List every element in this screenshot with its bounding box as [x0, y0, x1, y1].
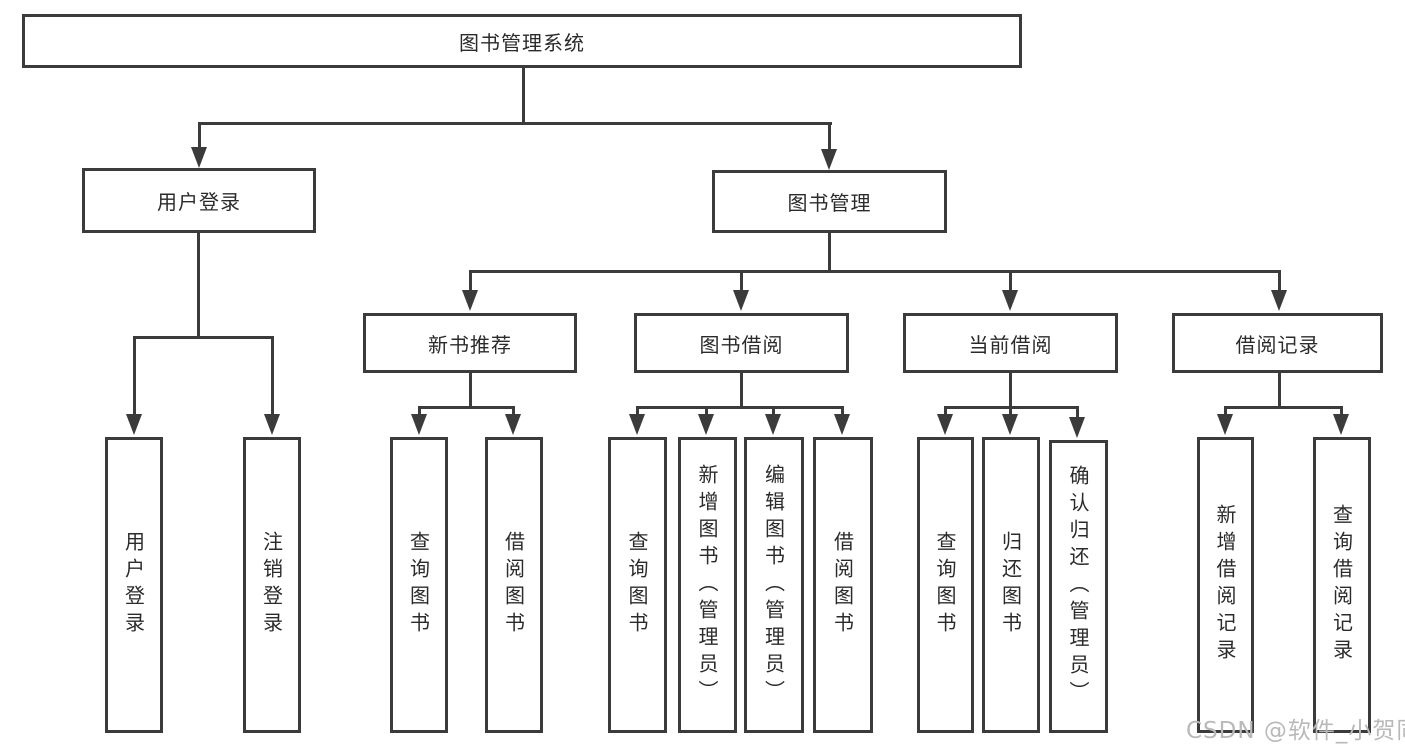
leaf-return-books-label: 归还图书: [998, 531, 1023, 639]
leaf-confirm-return-admin-label: 确认归还（管理员）: [1066, 465, 1090, 708]
connector-line: [636, 406, 844, 409]
node-current-borrowing-label: 当前借阅: [968, 332, 1053, 357]
arrowhead: [411, 414, 427, 435]
leaf-add-borrow-record-label: 新增借阅记录: [1213, 504, 1237, 666]
node-user-login-label: 用户登录: [157, 190, 241, 214]
connector-line: [1278, 373, 1281, 406]
node-book-management-label: 图书管理: [787, 191, 872, 215]
connector-line: [740, 270, 743, 291]
arrowhead: [191, 147, 207, 168]
leaf-query-books-borrowing: 查询图书: [608, 437, 667, 733]
node-root: 图书管理系统: [22, 14, 1022, 68]
connector-line: [418, 406, 421, 415]
arrowhead: [1217, 414, 1233, 435]
connector-line: [197, 233, 200, 336]
connector-line: [705, 406, 708, 415]
arrowhead: [733, 290, 749, 311]
connector-line: [469, 270, 472, 291]
arrowhead: [1002, 290, 1018, 311]
arrowhead: [834, 414, 850, 435]
leaf-add-borrow-record: 新增借阅记录: [1197, 437, 1254, 733]
arrowhead: [629, 414, 645, 435]
connector-line: [198, 122, 201, 148]
connector-line: [772, 406, 775, 415]
node-user-login: 用户登录: [82, 168, 316, 233]
connector-line: [841, 406, 844, 415]
connector-line: [740, 373, 743, 406]
node-current-borrowing: 当前借阅: [903, 313, 1118, 373]
connector-line: [1076, 406, 1079, 418]
arrowhead: [1333, 414, 1349, 435]
connector-line: [1009, 406, 1012, 415]
arrowhead: [126, 414, 142, 435]
connector-line: [1278, 270, 1281, 291]
node-book-borrowing: 图书借阅: [634, 313, 849, 373]
leaf-borrow-books-borrowing-label: 借阅图书: [830, 531, 855, 639]
leaf-borrow-books-recommend: 借阅图书: [485, 437, 543, 733]
connector-line: [418, 406, 515, 409]
connector-line: [1340, 406, 1343, 415]
connector-line: [1009, 373, 1012, 406]
connector-line: [469, 270, 1281, 273]
connector-line: [828, 233, 831, 270]
arrowhead: [462, 290, 478, 311]
leaf-return-books: 归还图书: [982, 437, 1040, 733]
node-new-book-recommendation: 新书推荐: [363, 313, 577, 373]
connector-line: [271, 336, 274, 415]
connector-line: [198, 122, 832, 125]
leaf-user-login: 用户登录: [105, 437, 163, 733]
arrowhead: [1271, 290, 1287, 311]
leaf-edit-book-admin: 编辑图书（管理员）: [744, 437, 804, 733]
arrowhead: [765, 414, 781, 435]
leaf-query-books-current: 查询图书: [917, 437, 974, 733]
leaf-query-books-recommend-label: 查询图书: [406, 531, 431, 639]
connector-line: [1224, 406, 1343, 409]
node-new-book-recommendation-label: 新书推荐: [428, 332, 512, 357]
node-book-management: 图书管理: [712, 170, 947, 233]
leaf-query-borrow-record: 查询借阅记录: [1313, 437, 1371, 733]
connector-line: [636, 406, 639, 415]
connector-line: [512, 406, 515, 415]
arrowhead: [698, 414, 714, 435]
leaf-query-books-borrowing-label: 查询图书: [625, 531, 649, 639]
arrowhead: [1002, 414, 1018, 435]
leaf-borrow-books-borrowing: 借阅图书: [813, 437, 873, 733]
leaf-edit-book-admin-label: 编辑图书（管理员）: [761, 463, 786, 707]
arrowhead: [264, 414, 280, 435]
arrowhead: [505, 414, 521, 435]
leaf-logout: 注销登录: [243, 437, 301, 733]
leaf-logout-label: 注销登录: [259, 531, 284, 639]
leaf-add-book-admin-label: 新增图书（管理员）: [695, 463, 719, 707]
connector-line: [469, 373, 472, 406]
connector-line: [133, 336, 274, 339]
arrowhead: [1069, 417, 1085, 438]
node-borrowing-records: 借阅记录: [1172, 313, 1383, 373]
node-root-label: 图书管理系统: [459, 30, 585, 55]
leaf-query-books-current-label: 查询图书: [933, 531, 957, 639]
watermark: CSDN @软件_小贺同学: [1186, 718, 1405, 744]
connector-line: [1224, 406, 1227, 415]
arrowhead: [937, 414, 953, 435]
leaf-user-login-label: 用户登录: [121, 531, 146, 639]
leaf-add-book-admin: 新增图书（管理员）: [678, 437, 737, 733]
connector-line: [133, 336, 136, 415]
node-book-borrowing-label: 图书借阅: [699, 332, 784, 357]
leaf-confirm-return-admin: 确认归还（管理员）: [1049, 440, 1108, 733]
connector-line: [522, 68, 525, 122]
connector-line: [1009, 270, 1012, 291]
leaf-query-books-recommend: 查询图书: [390, 437, 448, 733]
connector-line: [828, 122, 831, 150]
leaf-borrow-books-recommend-label: 借阅图书: [501, 531, 526, 639]
arrowhead: [821, 149, 837, 170]
node-borrowing-records-label: 借阅记录: [1235, 332, 1320, 357]
connector-line: [944, 406, 947, 415]
leaf-query-borrow-record-label: 查询借阅记录: [1329, 504, 1354, 666]
